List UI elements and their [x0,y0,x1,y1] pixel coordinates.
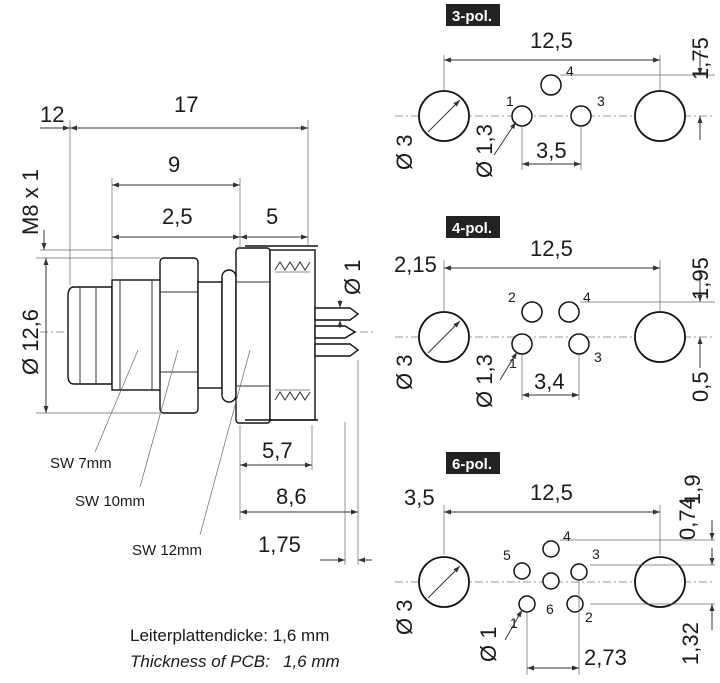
badge-6-pol [446,452,500,474]
layout-6-pol: 6-pol. 12,5 3,5 Ø 3 1 2 3 4 5 6 Ø 1 2,73 [392,452,715,675]
pol4-pin-dia: Ø 1,3 [472,354,497,408]
dim-12: 12 [40,102,64,127]
pol4-dim-top: 1,95 [688,257,713,300]
pol4-pin-3: 3 [594,349,602,365]
badge-3-pol [446,4,500,26]
pol6-pin-5: 5 [503,547,511,563]
pol3-pin-3: 3 [597,93,605,109]
dim-5: 5 [266,204,278,229]
label-sw7: SW 7mm [50,455,112,472]
dim-2-5: 2,5 [162,204,193,229]
pol6-pin-3: 3 [592,546,600,562]
dim-dia-1: Ø 1 [340,260,365,295]
pol6-pin-4: 4 [563,528,571,544]
pcb-note-en-value: 1,6 mm [283,652,340,671]
pcb-note-en-label: Thickness of PCB: [130,652,270,671]
dim-8-6: 8,6 [276,484,307,509]
connector-side-view: 12 17 9 2,5 5 M8 x 1 Ø 12,6 Ø 1 5,7 8, [18,92,375,671]
dim-m8: M8 x 1 [18,169,43,235]
pol4-dim-left: 2,15 [394,252,437,277]
layout-3-pol: 3-pol. 12,5 Ø 3 1 3 4 Ø 1,3 3,5 1,75 [392,4,715,178]
pol3-dim-height: 1,75 [688,37,713,80]
pol6-dim-left: 3,5 [404,485,435,510]
label-sw12: SW 12mm [132,542,202,559]
dim-1-75: 1,75 [258,532,301,557]
pol6-pin-6: 6 [546,601,554,617]
pol3-pin-1: 1 [506,93,514,109]
pol4-dim-width: 12,5 [530,236,573,261]
pol4-dim-pitch: 3,4 [534,369,565,394]
pol6-pin-dia: Ø 1 [476,627,501,662]
pol6-pin-1: 1 [510,615,518,631]
pol6-dim-bottom: 1,32 [678,622,703,665]
pol3-pin-dia: Ø 1,3 [472,124,497,178]
dim-dia-12-6: Ø 12,6 [18,309,43,375]
pol3-pin-4: 4 [566,63,574,79]
pol6-dim-top2: 0,74 [675,497,700,540]
pcb-note-de: Leiterplattendicke: 1,6 mm [130,626,329,645]
badge-4-pol [446,216,500,238]
pol4-dim-bottom: 0,5 [688,371,713,402]
badge-6-pol-text: 6-pol. [452,456,492,473]
dim-17: 17 [174,92,198,117]
dim-5-7: 5,7 [262,438,293,463]
label-sw10: SW 10mm [75,493,145,510]
pol6-dim-width: 12,5 [530,480,573,505]
pol4-pin-2: 2 [508,289,516,305]
pol3-dim-pitch: 3,5 [536,138,567,163]
pol3-hole-dia: Ø 3 [392,135,417,170]
pol6-pin-2: 2 [585,609,593,625]
pol4-hole-dia: Ø 3 [392,355,417,390]
layout-4-pol: 4-pol. 12,5 2,15 Ø 3 1 2 3 4 Ø 1,3 3,4 1… [392,216,715,408]
dim-9: 9 [168,152,180,177]
pol6-hole-dia: Ø 3 [392,600,417,635]
pol3-dim-width: 12,5 [530,28,573,53]
badge-3-pol-text: 3-pol. [452,8,492,25]
pol6-dim-pitch: 2,73 [584,645,627,670]
pol4-pin-1: 1 [509,355,517,371]
badge-4-pol-text: 4-pol. [452,220,492,237]
pol4-pin-4: 4 [583,289,591,305]
pol6-dim-top1: 1,9 [680,474,705,505]
